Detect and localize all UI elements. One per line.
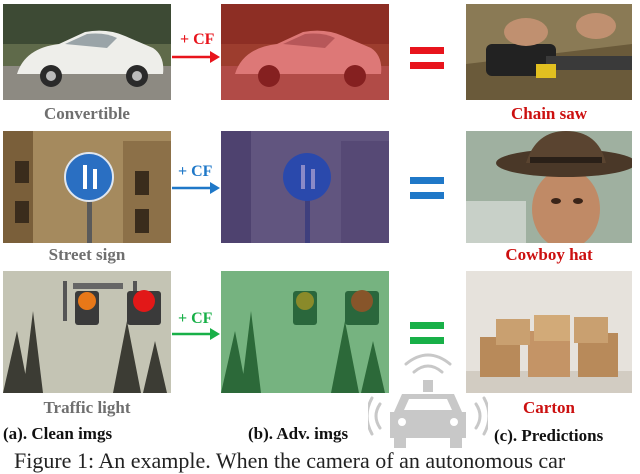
adversarial-image-traffic-light: [221, 271, 389, 393]
autonomous-car-icon: [368, 352, 488, 452]
source-label-3: Traffic light: [3, 398, 171, 418]
prediction-image-chain-saw: [466, 4, 632, 100]
arrow-1-icon: [172, 50, 220, 64]
figure-caption: Figure 1: An example. When the camera of…: [14, 448, 565, 474]
arrow-label-3: + CF: [178, 310, 212, 328]
column-caption-clean: (a). Clean imgs: [3, 424, 112, 444]
source-label-2: Street sign: [3, 245, 171, 265]
column-caption-adv: (b). Adv. imgs: [248, 424, 348, 444]
arrow-label-2: + CF: [178, 163, 212, 181]
clean-image-street-sign: [3, 131, 171, 243]
prediction-label-2: Cowboy hat: [466, 245, 632, 265]
clean-image-convertible: [3, 4, 171, 100]
prediction-image-cowboy-hat: [466, 131, 632, 243]
arrow-label-1: + CF: [180, 31, 214, 49]
source-label-1: Convertible: [3, 104, 171, 124]
arrow-3-icon: [172, 327, 220, 341]
equals-sign-1: [410, 47, 444, 77]
prediction-label-1: Chain saw: [466, 104, 632, 124]
prediction-image-carton: [466, 271, 632, 393]
prediction-label-3: Carton: [466, 398, 632, 418]
equals-sign-3: [410, 322, 444, 352]
column-caption-pred: (c). Predictions: [494, 426, 603, 446]
clean-image-traffic-light: [3, 271, 171, 393]
arrow-2-icon: [172, 181, 220, 195]
equals-sign-2: [410, 177, 444, 207]
adversarial-image-convertible: [221, 4, 389, 100]
adversarial-image-street-sign: [221, 131, 389, 243]
